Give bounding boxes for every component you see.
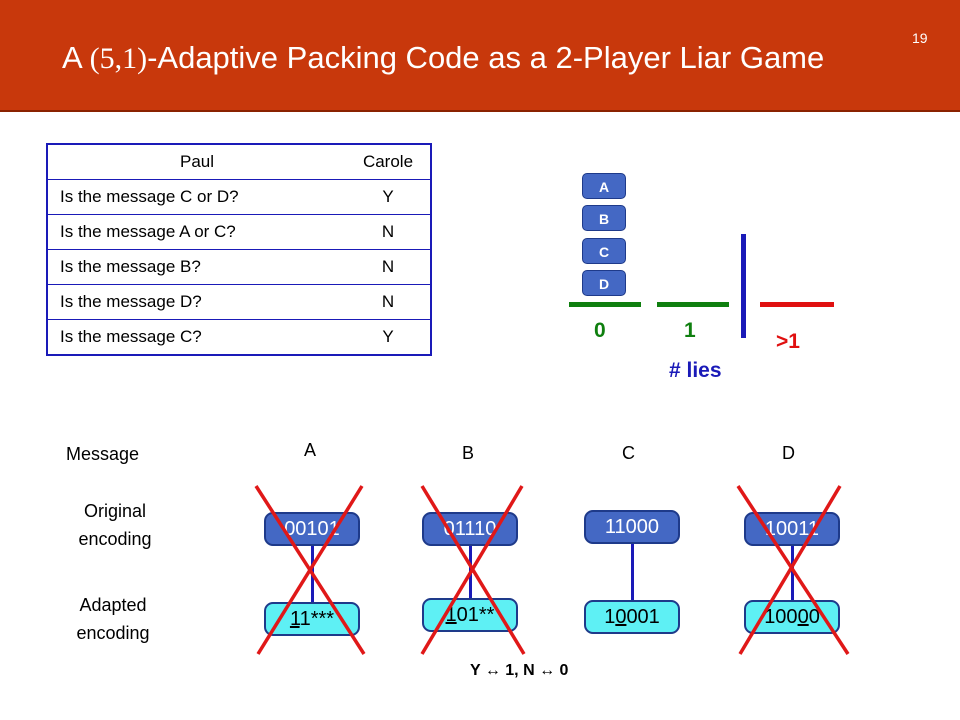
question-cell: Is the message A or C?: [47, 214, 346, 250]
message-row-label: Message: [66, 444, 140, 464]
table-row: Is the message C or D? Y: [47, 179, 431, 215]
answer-cell: N: [346, 249, 431, 285]
bucket-over-1-label: >1: [776, 330, 800, 353]
title-params: (5,1): [89, 42, 148, 75]
table-row: Is the message B? N: [47, 249, 431, 285]
table-header-row: Paul Carole: [47, 144, 431, 180]
header-paul: Paul: [47, 144, 346, 180]
adapted-code-a: 11***: [264, 602, 360, 636]
question-cell: Is the message B?: [47, 249, 346, 285]
table-row: Is the message A or C? N: [47, 214, 431, 250]
connector-d: [791, 546, 794, 600]
header-carole: Carole: [346, 144, 431, 180]
adapted-encoding-label: Adapted encoding: [76, 595, 150, 643]
answer-cell: N: [346, 214, 431, 250]
cross-out-b-icon: [420, 485, 526, 655]
column-header-c: C: [622, 443, 635, 463]
message-chip-a: A: [582, 173, 626, 199]
cross-out-d-icon: [736, 485, 850, 655]
table-row: Is the message C? Y: [47, 319, 431, 356]
lies-axis-label: # lies: [669, 359, 722, 382]
bucket-0-bar: [569, 302, 641, 307]
adapted-code-c: 10001: [584, 600, 680, 634]
answer-cell: Y: [346, 179, 431, 215]
bucket-over-1-bar: [760, 302, 834, 307]
lie-threshold-divider: [741, 234, 746, 338]
slide-title: A (5,1)-Adaptive Packing Code as a 2-Pla…: [62, 40, 825, 75]
original-code-c: 11000: [584, 510, 680, 544]
question-cell: Is the message C?: [47, 319, 346, 356]
bucket-0-label: 0: [594, 319, 606, 342]
answer-cell: N: [346, 284, 431, 320]
original-encoding-label: Original encoding: [78, 501, 152, 549]
table-row: Is the message D? N: [47, 284, 431, 320]
bucket-1-bar: [657, 302, 729, 307]
answer-cell: Y: [346, 319, 431, 356]
message-chip-d: D: [582, 270, 626, 296]
message-chip-b: B: [582, 205, 626, 231]
question-cell: Is the message C or D?: [47, 179, 346, 215]
question-cell: Is the message D?: [47, 284, 346, 320]
cross-out-a-icon: [254, 485, 366, 655]
slide-number: 19: [912, 30, 928, 46]
column-header-b: B: [462, 443, 475, 463]
original-code-d: 10011: [744, 512, 840, 546]
column-header-a: A: [304, 440, 317, 460]
column-header-d: D: [782, 443, 795, 463]
encoding-legend: Y ↔ 1, N ↔ 0: [470, 662, 569, 679]
bucket-1-label: 1: [684, 319, 696, 342]
title-bar: A (5,1)-Adaptive Packing Code as a 2-Pla…: [0, 0, 960, 112]
question-answer-table: Paul Carole Is the message C or D? Y Is …: [46, 143, 432, 356]
message-chip-c: C: [582, 238, 626, 264]
connector-c: [631, 544, 634, 600]
